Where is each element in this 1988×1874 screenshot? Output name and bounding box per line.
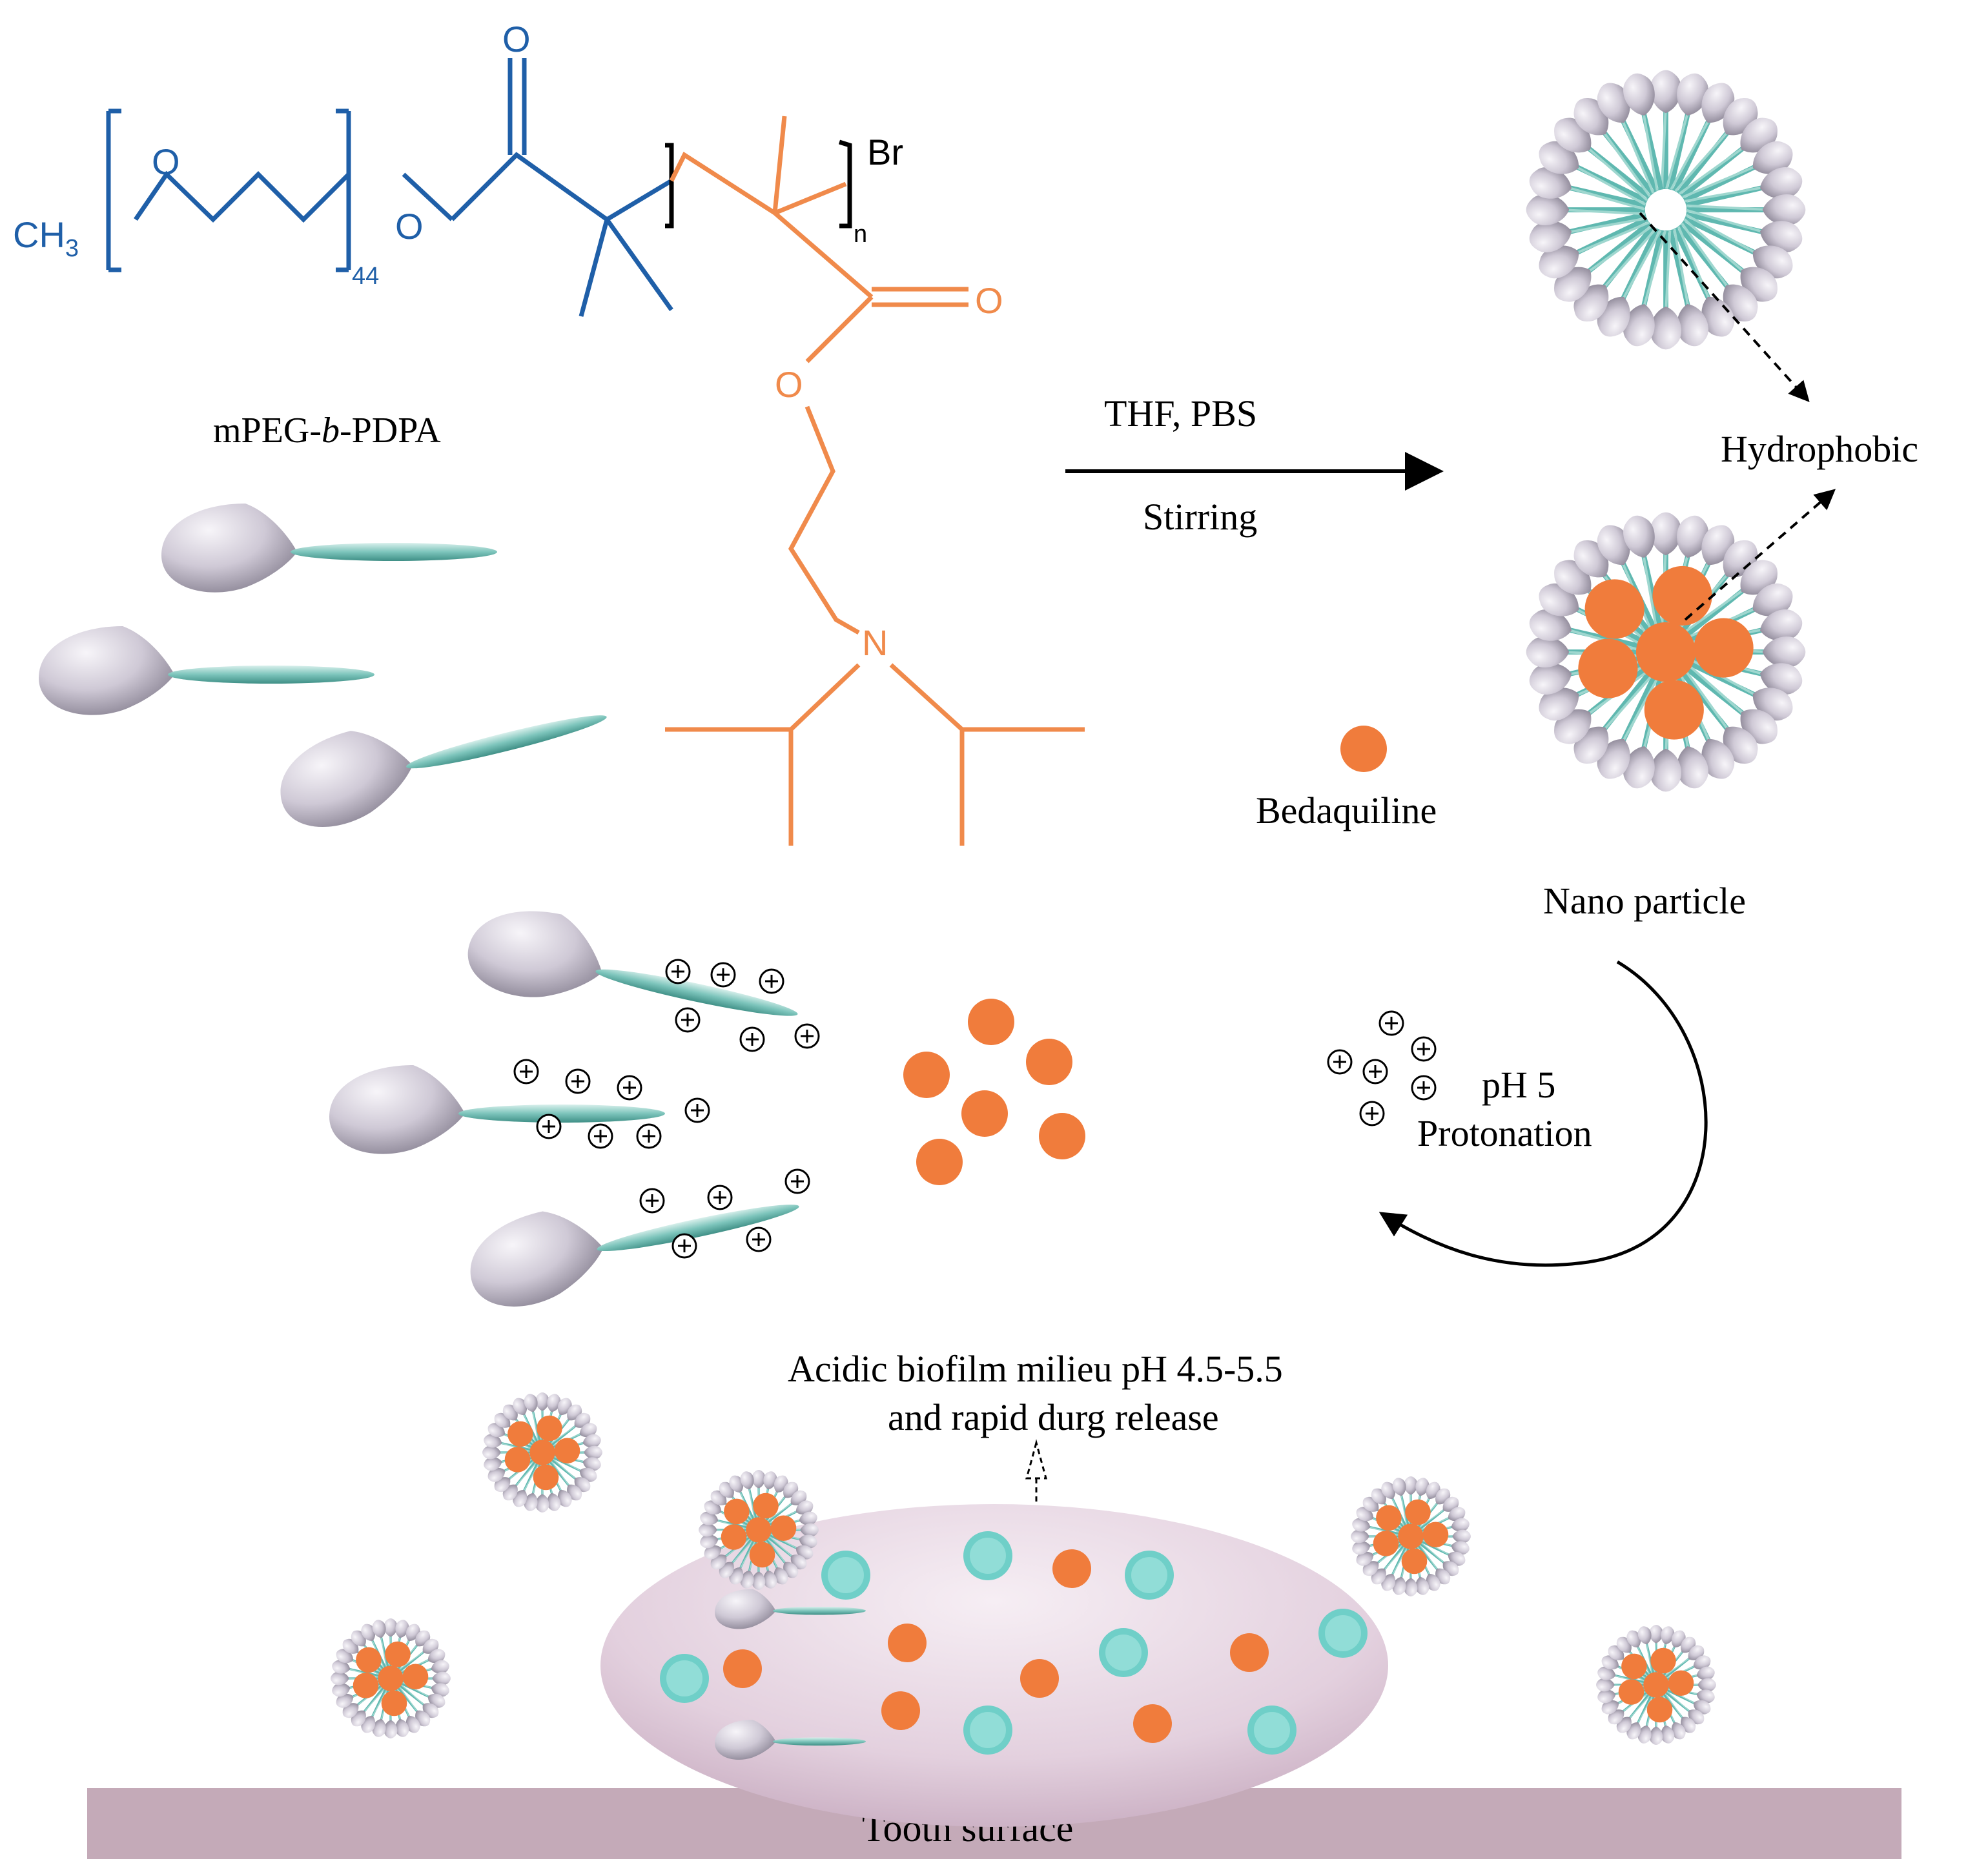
- small-micelle-1: [481, 1391, 604, 1514]
- encapsulated-drug: [381, 1690, 407, 1716]
- encapsulated-drug: [1643, 1672, 1669, 1698]
- encapsulated-drug: [721, 1524, 747, 1550]
- encapsulated-drug: [353, 1673, 379, 1698]
- protonated-amphiphiles: [329, 897, 820, 1316]
- encapsulated-drug: [1405, 1499, 1431, 1525]
- reaction-arrow: THF, PBS Stirring: [1065, 392, 1444, 538]
- hydrophobic-label: Hydrophobic: [1721, 428, 1918, 470]
- encapsulated-drug: [504, 1447, 531, 1472]
- encapsulated-drug: [378, 1665, 404, 1691]
- acidic-label-line1: Acidic biofilm milieu pH 4.5-5.5: [788, 1348, 1283, 1390]
- repeat-subscript-44: 44: [352, 263, 379, 290]
- encapsulated-drug: [1584, 579, 1645, 639]
- atom-br: Br: [867, 132, 903, 172]
- atom-o-ester: O: [395, 206, 424, 247]
- encapsulated-drug: [1635, 622, 1696, 682]
- nano-particle-label: Nano particle: [1543, 880, 1746, 922]
- encapsulated-drug: [1621, 1653, 1647, 1680]
- ph-label: pH 5: [1482, 1064, 1555, 1106]
- encapsulated-drug: [1373, 1531, 1399, 1556]
- released-drug-cluster: [903, 999, 1085, 1185]
- amphiphile-2: [39, 626, 374, 715]
- bedaquiline-legend-dot: [1340, 726, 1387, 772]
- ch3-group: CH3: [13, 214, 79, 262]
- encapsulated-drug: [529, 1440, 555, 1465]
- encapsulated-drug: [1376, 1505, 1402, 1531]
- repeat-subscript-n: n: [854, 221, 867, 248]
- encapsulated-drug: [507, 1421, 533, 1447]
- small-micelle-4: [1349, 1475, 1472, 1598]
- encapsulated-drug: [770, 1515, 797, 1542]
- loaded-micelle-body: [1526, 513, 1806, 792]
- encapsulated-drug: [537, 1415, 562, 1441]
- free-amphiphiles: [39, 504, 617, 838]
- amphiphile-3: [269, 669, 617, 838]
- biofilm: [600, 1504, 1388, 1827]
- encapsulated-drug: [746, 1517, 772, 1543]
- encapsulated-drug: [753, 1492, 779, 1519]
- arrow-label-stirring: Stirring: [1143, 496, 1257, 538]
- atom-o-pdpa-carbonyl: O: [975, 280, 1003, 321]
- biofilm-drug-particles: [723, 1549, 1269, 1743]
- protonation-label: Protonation: [1417, 1112, 1592, 1154]
- encapsulated-drug: [402, 1664, 429, 1690]
- peg-block-atoms: O O O CH3 44: [13, 19, 531, 290]
- atom-n: N: [862, 622, 888, 663]
- arrow-label-solvents: THF, PBS: [1104, 392, 1257, 434]
- encapsulated-drug: [1401, 1548, 1428, 1574]
- encapsulated-drug: [554, 1438, 580, 1464]
- encapsulated-drug: [1578, 638, 1638, 698]
- encapsulated-drug: [356, 1647, 382, 1673]
- encapsulated-drug: [1646, 1696, 1673, 1723]
- protonation-cycle: pH 5 Protonation: [1327, 960, 1708, 1267]
- small-micelles: [329, 1391, 1717, 1746]
- encapsulated-drug: [1652, 565, 1712, 626]
- encapsulated-drug: [1422, 1522, 1449, 1548]
- amphiphile-1: [161, 504, 497, 593]
- encapsulated-drug: [1694, 618, 1754, 678]
- encapsulated-drug: [385, 1641, 411, 1667]
- atom-o-pdpa-ester: O: [775, 364, 803, 405]
- encapsulated-drug: [1618, 1679, 1645, 1705]
- pdpa-block-structure: [665, 116, 1085, 846]
- small-micelle-5: [1595, 1624, 1717, 1746]
- acidic-label-line2: and rapid durg release: [888, 1396, 1219, 1438]
- encapsulated-drug: [1398, 1523, 1424, 1549]
- peg-block-structure: [106, 58, 673, 317]
- small-micelle-2: [697, 1469, 820, 1591]
- loaded-micelle: [1526, 513, 1806, 792]
- bedaquiline-label: Bedaquiline: [1256, 789, 1437, 831]
- encapsulated-drug: [1668, 1670, 1694, 1696]
- encapsulated-drug: [724, 1498, 750, 1525]
- empty-micelle-body: [1526, 70, 1806, 350]
- atom-o-carbonyl-top: O: [502, 19, 531, 59]
- hydrophobic-pointers: [1639, 212, 1836, 621]
- encapsulated-drug: [1650, 1647, 1676, 1674]
- acidic-pointer: [1025, 1439, 1047, 1504]
- encapsulated-drug: [1644, 680, 1704, 740]
- encapsulated-drug: [749, 1542, 775, 1568]
- encapsulated-drug: [533, 1464, 559, 1491]
- atom-o-ether: O: [152, 141, 180, 182]
- small-micelle-3: [329, 1617, 452, 1740]
- polymer-name: mPEG-b-PDPA: [213, 411, 441, 451]
- empty-micelle: [1526, 70, 1806, 350]
- pdpa-block-atoms: Br n O O N: [775, 132, 1003, 663]
